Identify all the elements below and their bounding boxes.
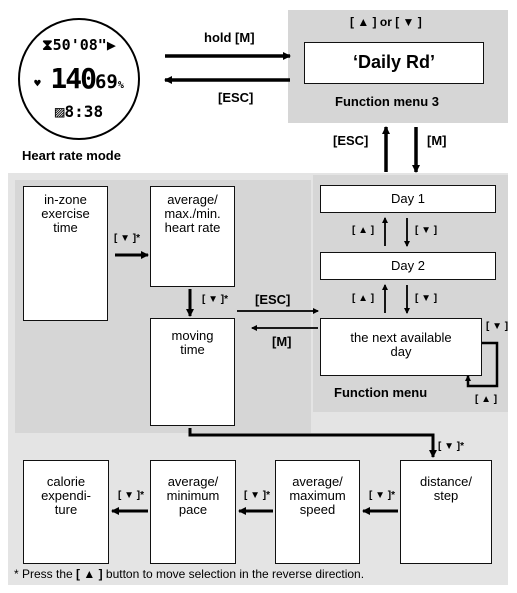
day1-box: Day 1 [320, 185, 496, 213]
summary-down-1: [ ▼ ]* [114, 233, 141, 244]
day1-text: Day 1 [391, 191, 425, 206]
esc-top-label: [ESC] [218, 90, 254, 105]
summary-down-4: [ ▼ ]* [369, 490, 396, 501]
watch-top-line: ⧗50'08"▶ [42, 36, 116, 54]
esc-middle-label: [ESC] [255, 292, 291, 307]
avg-pace-text: average/ minimum pace [166, 474, 220, 517]
daily-rd-text: ‘Daily Rd’ [352, 52, 436, 72]
avg-speed-box: average/ maximum speed [275, 460, 360, 564]
summary-down-2: [ ▼ ]* [202, 294, 229, 305]
watch-unit: % [117, 80, 124, 91]
m-vertical-label: [M] [427, 133, 447, 148]
fm3-title: Function menu 3 [335, 94, 439, 109]
calorie-box: calorie expendi- ture [23, 460, 109, 564]
esc-vertical-label: [ESC] [333, 133, 369, 148]
summary-down-5: [ ▼ ]* [244, 490, 271, 501]
function-menu-title: Function menu [334, 385, 428, 400]
day2-box: Day 2 [320, 252, 496, 280]
moving-box: moving time [150, 318, 235, 426]
footnote-suffix: button to move selection in the reverse … [102, 567, 365, 581]
avg-hr-text: average/ max./min. heart rate [164, 192, 221, 235]
footnote: * Press the [ ▲ ] button to move selecti… [14, 567, 364, 581]
watch-heart-percent: 69 [94, 71, 118, 93]
moving-text: moving time [171, 328, 214, 357]
next-day-loop [465, 341, 499, 388]
in-zone-text: in-zone exercise time [41, 192, 90, 235]
distance-text: distance/ step [419, 474, 473, 503]
heart-icon: ♥ [34, 77, 41, 90]
avg-pace-box: average/ minimum pace [150, 460, 236, 564]
heart-rate-mode-label: Heart rate mode [22, 148, 121, 163]
avg-speed-text: average/ maximum speed [289, 474, 346, 517]
day2-text: Day 2 [391, 258, 425, 273]
avg-hr-box: average/ max./min. heart rate [150, 186, 235, 287]
daily-rd-display: ‘Daily Rd’ [304, 42, 484, 84]
summary-arrow-3 [188, 428, 437, 458]
in-zone-box: in-zone exercise time [23, 186, 108, 321]
watch-bottom-line: ▨8:38 [54, 102, 104, 121]
watch-face: ⧗50'08"▶ ♥ 14069% ▨8:38 [18, 18, 140, 140]
m-middle-label: [M] [272, 334, 292, 349]
fm-up-1: [ ▲ ] [352, 225, 375, 236]
calorie-text: calorie expendi- ture [41, 474, 91, 517]
fm-up-2: [ ▲ ] [352, 293, 375, 304]
watch-middle-line: ♥ 14069% [20, 62, 138, 95]
distance-box: distance/ step [400, 460, 492, 564]
fm-down-2: [ ▼ ] [415, 293, 438, 304]
fm-down-loop: [ ▼ ] [486, 321, 509, 332]
summary-down-6: [ ▼ ]* [118, 490, 145, 501]
fm-up-loop: [ ▲ ] [475, 394, 498, 405]
next-day-text: the next available day [350, 330, 452, 359]
footnote-button: [ ▲ ] [76, 567, 103, 581]
watch-heart-rate: 140 [50, 62, 97, 95]
footnote-prefix: * Press the [14, 567, 77, 581]
fm-down-1: [ ▼ ] [415, 225, 438, 236]
next-day-box: the next available day [320, 318, 482, 376]
summary-down-3: [ ▼ ]* [438, 441, 465, 452]
fm3-buttons: [ ▲ ] or [ ▼ ] [350, 15, 422, 29]
hold-m-label: hold [M] [204, 30, 255, 45]
